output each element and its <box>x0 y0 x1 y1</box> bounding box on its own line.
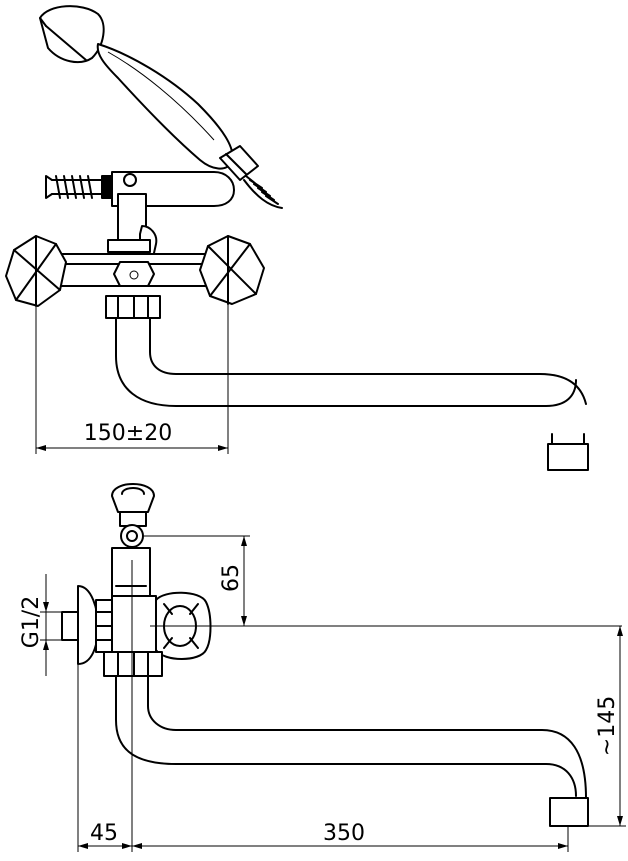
label-handle-spacing: 150±20 <box>84 421 172 446</box>
aerator <box>547 443 589 471</box>
wall-flange <box>61 585 113 665</box>
mixer-body <box>59 253 211 287</box>
label-spout-reach: 350 <box>323 821 365 846</box>
side-aerator <box>549 797 589 827</box>
side-view: 65 G1/2 ~145 45 <box>19 483 626 852</box>
front-view: 150±20 <box>5 5 589 471</box>
hand-shower <box>39 5 283 209</box>
label-diverter-height: 65 <box>219 564 244 592</box>
dimension-diverter-height: 65 <box>144 535 250 626</box>
dimension-wall-offset: 45 <box>77 560 133 852</box>
dimension-pipe-thread: G1/2 <box>19 574 62 676</box>
label-spout-height: ~145 <box>595 696 620 756</box>
side-spout <box>115 675 577 797</box>
dimension-handle-spacing: 150±20 <box>35 304 229 454</box>
side-shaft <box>111 547 151 597</box>
label-wall-offset: 45 <box>90 821 118 846</box>
dimension-spout-reach: 350 <box>132 821 569 852</box>
spout-outer <box>115 317 577 407</box>
side-body <box>111 595 157 653</box>
dimension-spout-height: ~145 <box>588 626 626 827</box>
label-pipe-thread: G1/2 <box>19 596 44 648</box>
left-handle <box>5 235 67 307</box>
right-handle <box>199 235 265 305</box>
side-shower-holder <box>111 483 155 548</box>
